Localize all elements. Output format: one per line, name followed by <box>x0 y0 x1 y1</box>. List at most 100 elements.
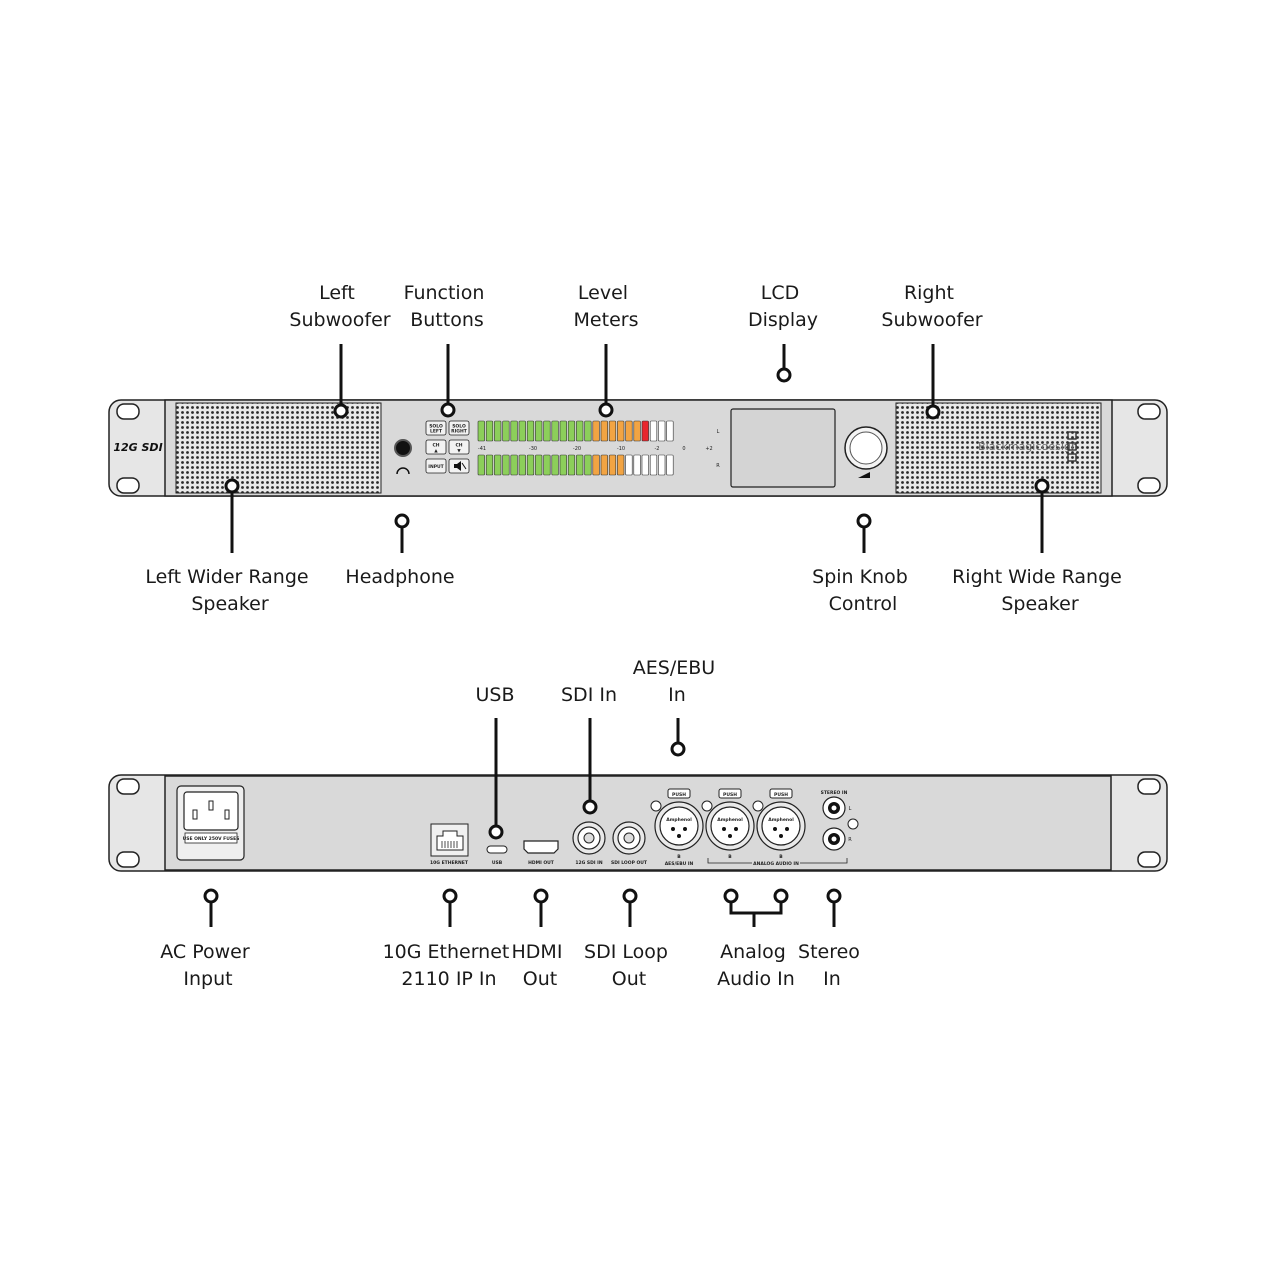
ac-power-inlet[interactable] <box>183 791 239 831</box>
meter-segment-r-11 <box>559 454 567 476</box>
xlr-analog-left-connector[interactable] <box>701 788 755 851</box>
meter-segment-l-9 <box>543 420 551 442</box>
solo-right-label-2: RIGHT <box>451 429 468 435</box>
ethernet-port-label: 10G ETHERNET <box>430 860 469 866</box>
meter-segment-l-2 <box>485 420 494 442</box>
meter-scale-label: -2 <box>655 446 660 452</box>
input-button-label: INPUT <box>428 464 444 470</box>
level-meters <box>477 420 674 476</box>
xlr-analog-left-pin-mark: B <box>728 854 732 860</box>
marker-level-meters <box>598 402 614 418</box>
analog-label-bg <box>752 860 800 866</box>
callout-left-wider-range: Left Wider Range Speaker <box>145 566 314 615</box>
marker-stereo-in <box>826 888 842 904</box>
rca-right-connector[interactable] <box>822 827 846 851</box>
meter-segment-r-15 <box>592 454 600 476</box>
fuse-label: USE ONLY 250V FUSES <box>183 836 240 842</box>
rca-left-connector[interactable] <box>822 796 846 820</box>
meter-segment-r-3 <box>494 454 502 476</box>
marker-aes-ebu <box>670 741 686 757</box>
meter-segment-r-22 <box>649 454 658 476</box>
callout-level-meters: Level Meters <box>574 282 639 331</box>
solo-left-button[interactable] <box>425 420 447 436</box>
sdi-in-port-label: 12G SDI IN <box>575 860 602 866</box>
xlr-analog-right-pin-mark: B <box>779 854 783 860</box>
marker-right-subwoofer <box>925 404 941 420</box>
rear-mount-hole-bl <box>116 851 140 868</box>
marker-analog-left <box>723 888 739 904</box>
meter-segment-l-19 <box>625 420 633 442</box>
callout-analog-audio: Analog Audio In <box>717 941 795 990</box>
meter-segment-r-23 <box>658 454 666 476</box>
callout-sdi-in: SDI In <box>561 684 617 706</box>
front-callouts: Left Subwoofer Function Buttons Level Me… <box>145 282 1122 615</box>
meter-scale-label: -20 <box>573 446 581 452</box>
sdi-in-connector[interactable] <box>572 821 606 855</box>
usb-port-label: USB <box>492 860 503 866</box>
hdmi-port[interactable] <box>523 840 559 854</box>
meter-segment-r-9 <box>543 454 551 476</box>
left-speaker-grille <box>175 402 382 494</box>
headphone-icon <box>396 467 410 475</box>
meter-segment-r-1 <box>477 454 485 476</box>
callout-ethernet: 10G Ethernet 2110 IP In <box>383 941 516 990</box>
meter-segment-l-5 <box>510 420 518 442</box>
meter-segment-l-1 <box>477 420 485 442</box>
lcd-display <box>730 408 836 488</box>
stereo-channel-l: L <box>849 806 852 812</box>
volume-ramp-icon <box>858 472 870 478</box>
ch-down-button[interactable] <box>448 439 470 455</box>
callout-spin-knob: Spin Knob Control <box>812 566 914 615</box>
meter-segment-l-8 <box>535 420 543 442</box>
ch-up-button[interactable] <box>425 439 447 455</box>
xlr-aes-ebu-connector[interactable] <box>650 788 704 851</box>
ac-pin-left <box>192 809 198 820</box>
brand-logo-icon <box>1067 431 1077 462</box>
rear-panel: USE ONLY 250V FUSES 10G ETHERNET USB HDM… <box>108 774 1168 872</box>
meter-segment-l-14 <box>584 420 592 442</box>
sdi-loop-port-label: SDI LOOP OUT <box>611 860 648 866</box>
meter-segment-r-18 <box>617 454 625 476</box>
xlr-analog-right-connector[interactable] <box>752 788 806 851</box>
usb-c-port[interactable] <box>486 845 508 854</box>
meter-segment-l-4 <box>502 420 510 442</box>
solo-left-label-1: SOLO <box>429 424 443 430</box>
stereo-in-port-label: STEREO IN <box>821 790 848 796</box>
front-mount-hole-tl <box>116 403 140 420</box>
meter-scale-label: -10 <box>617 446 625 452</box>
meter-segment-r-19 <box>625 454 633 476</box>
analog-audio-port-label: ANALOG AUDIO IN <box>753 861 799 867</box>
xlr-aes-pin-mark: B <box>677 854 681 860</box>
right-speaker-grille <box>895 402 1102 494</box>
front-mount-hole-bl <box>116 477 140 494</box>
stereo-mount-screw <box>847 818 859 830</box>
marker-right-wide-range <box>1034 478 1050 494</box>
solo-right-button[interactable] <box>448 420 470 436</box>
headphone-jack[interactable] <box>394 439 412 457</box>
solo-right-label-1: SOLO <box>452 424 466 430</box>
meter-segment-l-23 <box>658 420 666 442</box>
marker-ethernet <box>442 888 458 904</box>
callout-lcd-display: LCD Display <box>748 282 818 331</box>
rear-mount-hole-tr <box>1137 778 1161 795</box>
rj45-pins <box>441 841 458 848</box>
meter-segment-r-21 <box>641 454 649 476</box>
callout-aes-ebu: AES/EBU In <box>633 657 721 706</box>
callout-stereo-in: Stereo In <box>798 941 866 990</box>
meter-segment-l-17 <box>608 420 617 442</box>
callout-hdmi-out: HDMI Out <box>512 941 569 990</box>
push-label-analog-left: PUSH <box>723 792 737 798</box>
ch-up-label: CH <box>432 443 439 449</box>
meter-segment-r-4 <box>502 454 510 476</box>
spin-knob-inner <box>849 431 883 465</box>
meter-segment-r-13 <box>576 454 584 476</box>
sdi-loop-out-connector[interactable] <box>612 821 646 855</box>
input-button[interactable] <box>425 458 447 474</box>
meter-segment-l-21 <box>641 420 649 442</box>
meter-segment-r-7 <box>526 454 535 476</box>
meter-segment-r-14 <box>584 454 592 476</box>
marker-headphone <box>394 513 410 529</box>
mute-slash-icon <box>461 462 467 470</box>
meter-segment-r-5 <box>510 454 518 476</box>
